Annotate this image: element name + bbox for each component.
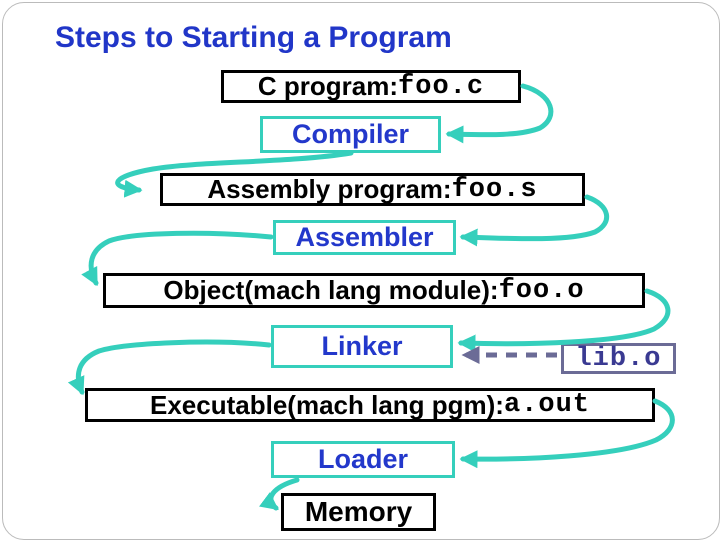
node-compiler: Compiler [260,116,441,153]
arrow-linker-to-executable [67,339,272,396]
node-object-label: Object(mach lang module): [163,275,499,305]
node-assembly-file: foo.s [451,174,538,205]
node-memory: Memory [281,493,436,531]
node-linker: Linker [271,325,453,368]
node-c-program-file: foo.c [398,71,485,102]
node-object: Object(mach lang module): foo.o [103,273,645,308]
node-compiler-label: Compiler [291,119,410,149]
page-title: Steps to Starting a Program [55,21,452,54]
node-loader: Loader [271,441,455,478]
node-linker-label: Linker [321,331,403,361]
node-loader-label: Loader [317,444,409,474]
node-c-program-label: C program: [257,71,399,101]
node-assembly-label: Assembly program: [207,174,452,204]
node-memory-label: Memory [304,496,413,527]
node-object-file: foo.o [498,275,585,306]
node-lib-o: lib.o [561,343,676,374]
node-executable-file: a.out [503,390,590,420]
node-c-program: C program: foo.c [221,70,521,103]
node-assembler: Assembler [273,220,456,255]
node-executable: Executable(mach lang pgm): a.out [85,388,655,422]
node-executable-label: Executable(mach lang pgm): [150,389,504,420]
node-assembly-program: Assembly program: foo.s [160,173,585,206]
node-lib-o-file: lib.o [575,343,662,374]
node-assembler-label: Assembler [295,222,434,252]
